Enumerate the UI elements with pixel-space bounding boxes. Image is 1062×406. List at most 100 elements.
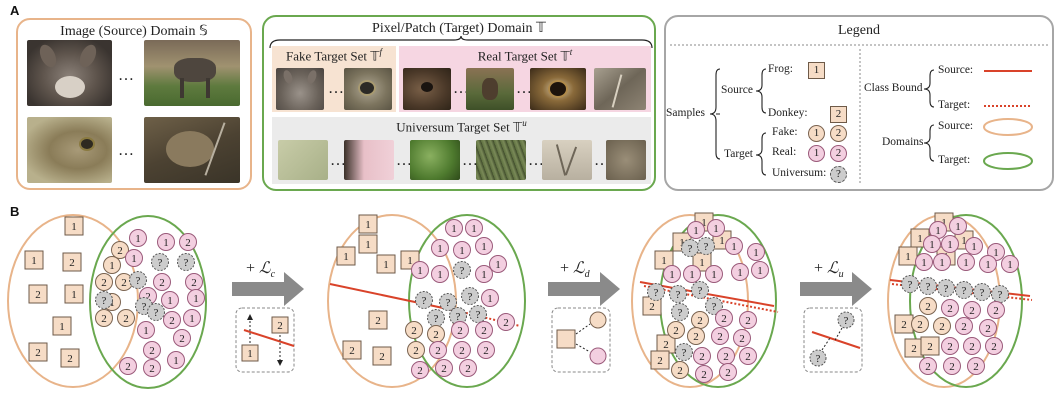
frog-photo-2 xyxy=(144,117,240,183)
universum-circle xyxy=(919,277,937,295)
target-sample-label: ? xyxy=(998,289,1003,301)
universum-dots-2: … xyxy=(396,152,413,169)
source-sample-label: 1 xyxy=(905,251,911,263)
section-label-b: B xyxy=(10,204,20,219)
target-sample-label: 2 xyxy=(745,315,751,327)
target-sample-label: 2 xyxy=(949,361,955,373)
loss-u-pull-2 xyxy=(821,337,831,351)
loss-label-d: + ℒd xyxy=(560,260,590,281)
target-sample-label: 2 xyxy=(693,331,699,343)
universum-dots-3: … xyxy=(462,152,479,169)
real-target-circle xyxy=(445,219,463,237)
real-target-circle xyxy=(497,313,515,331)
source-sample-label: 1 xyxy=(701,217,707,229)
target-sample-label: 2 xyxy=(435,345,441,357)
legend-title: Legend xyxy=(838,23,880,38)
target-sample-label: 1 xyxy=(993,247,999,259)
universum-circle xyxy=(671,303,689,321)
source-sample-label: 1 xyxy=(365,219,371,231)
universum-circle xyxy=(427,309,445,327)
loss-c-sample-2-label: 2 xyxy=(277,320,283,332)
real-target-circle xyxy=(663,265,681,283)
source-sample-label: 1 xyxy=(679,237,685,249)
target-sample-label: 2 xyxy=(503,317,509,329)
source-sample-label: 2 xyxy=(663,339,669,351)
loss-label-c: + ℒc xyxy=(246,260,276,281)
target-sample-label: 1 xyxy=(459,245,465,257)
universum-circle xyxy=(691,281,709,299)
source-domain-title: Image (Source) Domain 𝕊 xyxy=(60,24,208,39)
fake-target-circle xyxy=(671,361,689,379)
target-sample-label: 2 xyxy=(947,303,953,315)
target-sample-label: ? xyxy=(102,295,107,307)
target-sample-label: 1 xyxy=(481,269,487,281)
target-sample-label: 1 xyxy=(437,269,443,281)
fake-patch-frog xyxy=(344,68,392,110)
target-sample-label: ? xyxy=(676,289,681,301)
donkey-photo-2 xyxy=(144,40,240,106)
source-sample-label: 1 xyxy=(941,217,947,229)
real-patch-4 xyxy=(594,68,646,110)
source-sample-label: 1 xyxy=(383,259,389,271)
real-target-circle xyxy=(143,341,161,359)
source-sample-label: 2 xyxy=(349,345,355,357)
source-sample-square xyxy=(52,316,72,336)
target-sample-label: 1 xyxy=(481,241,487,253)
universum-circle xyxy=(991,285,1009,303)
target-sample-label: 1 xyxy=(167,295,173,307)
legend-domains: Domains xyxy=(882,136,924,148)
universum-circle xyxy=(439,293,457,311)
target-sample-label: 2 xyxy=(121,277,127,289)
target-sample-label: 2 xyxy=(969,305,975,317)
target-sample-label: 1 xyxy=(193,293,199,305)
universum-patch-2 xyxy=(344,140,394,180)
target-sample-label: 2 xyxy=(745,351,751,363)
real-target-circle xyxy=(137,321,155,339)
loss-c-boundary xyxy=(243,329,295,347)
fake-target-circle xyxy=(667,321,685,339)
loss-u-boundary xyxy=(811,331,861,349)
source-sample-label: 1 xyxy=(59,321,65,333)
loss-c-sample-2 xyxy=(271,316,289,334)
target-sample-label: 2 xyxy=(917,319,923,331)
legend-cb-source: Source: xyxy=(938,64,974,76)
target-sample-label: 2 xyxy=(459,345,465,357)
real-target-circle xyxy=(153,273,171,291)
target-sample-label: 1 xyxy=(693,225,699,237)
loss-u-sample-1 xyxy=(837,311,855,329)
real-target-circle xyxy=(957,253,975,271)
universum-patch-4 xyxy=(476,140,526,180)
real-target-circle xyxy=(475,237,493,255)
source-sample-label: 2 xyxy=(67,353,73,365)
source-sample-label: 1 xyxy=(661,255,667,267)
real-target-circle xyxy=(157,233,175,251)
source-sample-label: 2 xyxy=(911,343,917,355)
legend-dom-source: Source: xyxy=(938,120,974,132)
target-sample-label: 2 xyxy=(179,333,185,345)
legend-fake: Fake: xyxy=(772,126,798,138)
target-sample-label: 2 xyxy=(159,277,165,289)
target-sample-label: 2 xyxy=(697,315,703,327)
target-sample-label: ? xyxy=(434,313,439,325)
source-sample-label: 1 xyxy=(71,221,77,233)
loss-d-fake-sample xyxy=(589,311,607,329)
target-sample-label: 2 xyxy=(985,323,991,335)
target-sample-label: 1 xyxy=(189,313,195,325)
source-sample-square xyxy=(368,310,388,330)
target-sample-label: 1 xyxy=(689,269,695,281)
universum-circle xyxy=(461,287,479,305)
universum-circle xyxy=(697,237,715,255)
target-class-boundary-4 xyxy=(891,283,1033,301)
target-sample-label: ? xyxy=(944,283,949,295)
loss-u-pull-1 xyxy=(833,327,843,343)
source-sample-label: 1 xyxy=(365,239,371,251)
target-sample-label: 1 xyxy=(109,260,115,272)
real-target-circle xyxy=(987,301,1005,319)
target-sample-label: 2 xyxy=(191,277,197,289)
universum-patch-5 xyxy=(542,140,592,180)
target-sample-label: 1 xyxy=(109,297,115,309)
target-sample-label: 2 xyxy=(101,277,107,289)
real-target-circle xyxy=(979,319,997,337)
target-sample-label: 1 xyxy=(135,233,141,245)
